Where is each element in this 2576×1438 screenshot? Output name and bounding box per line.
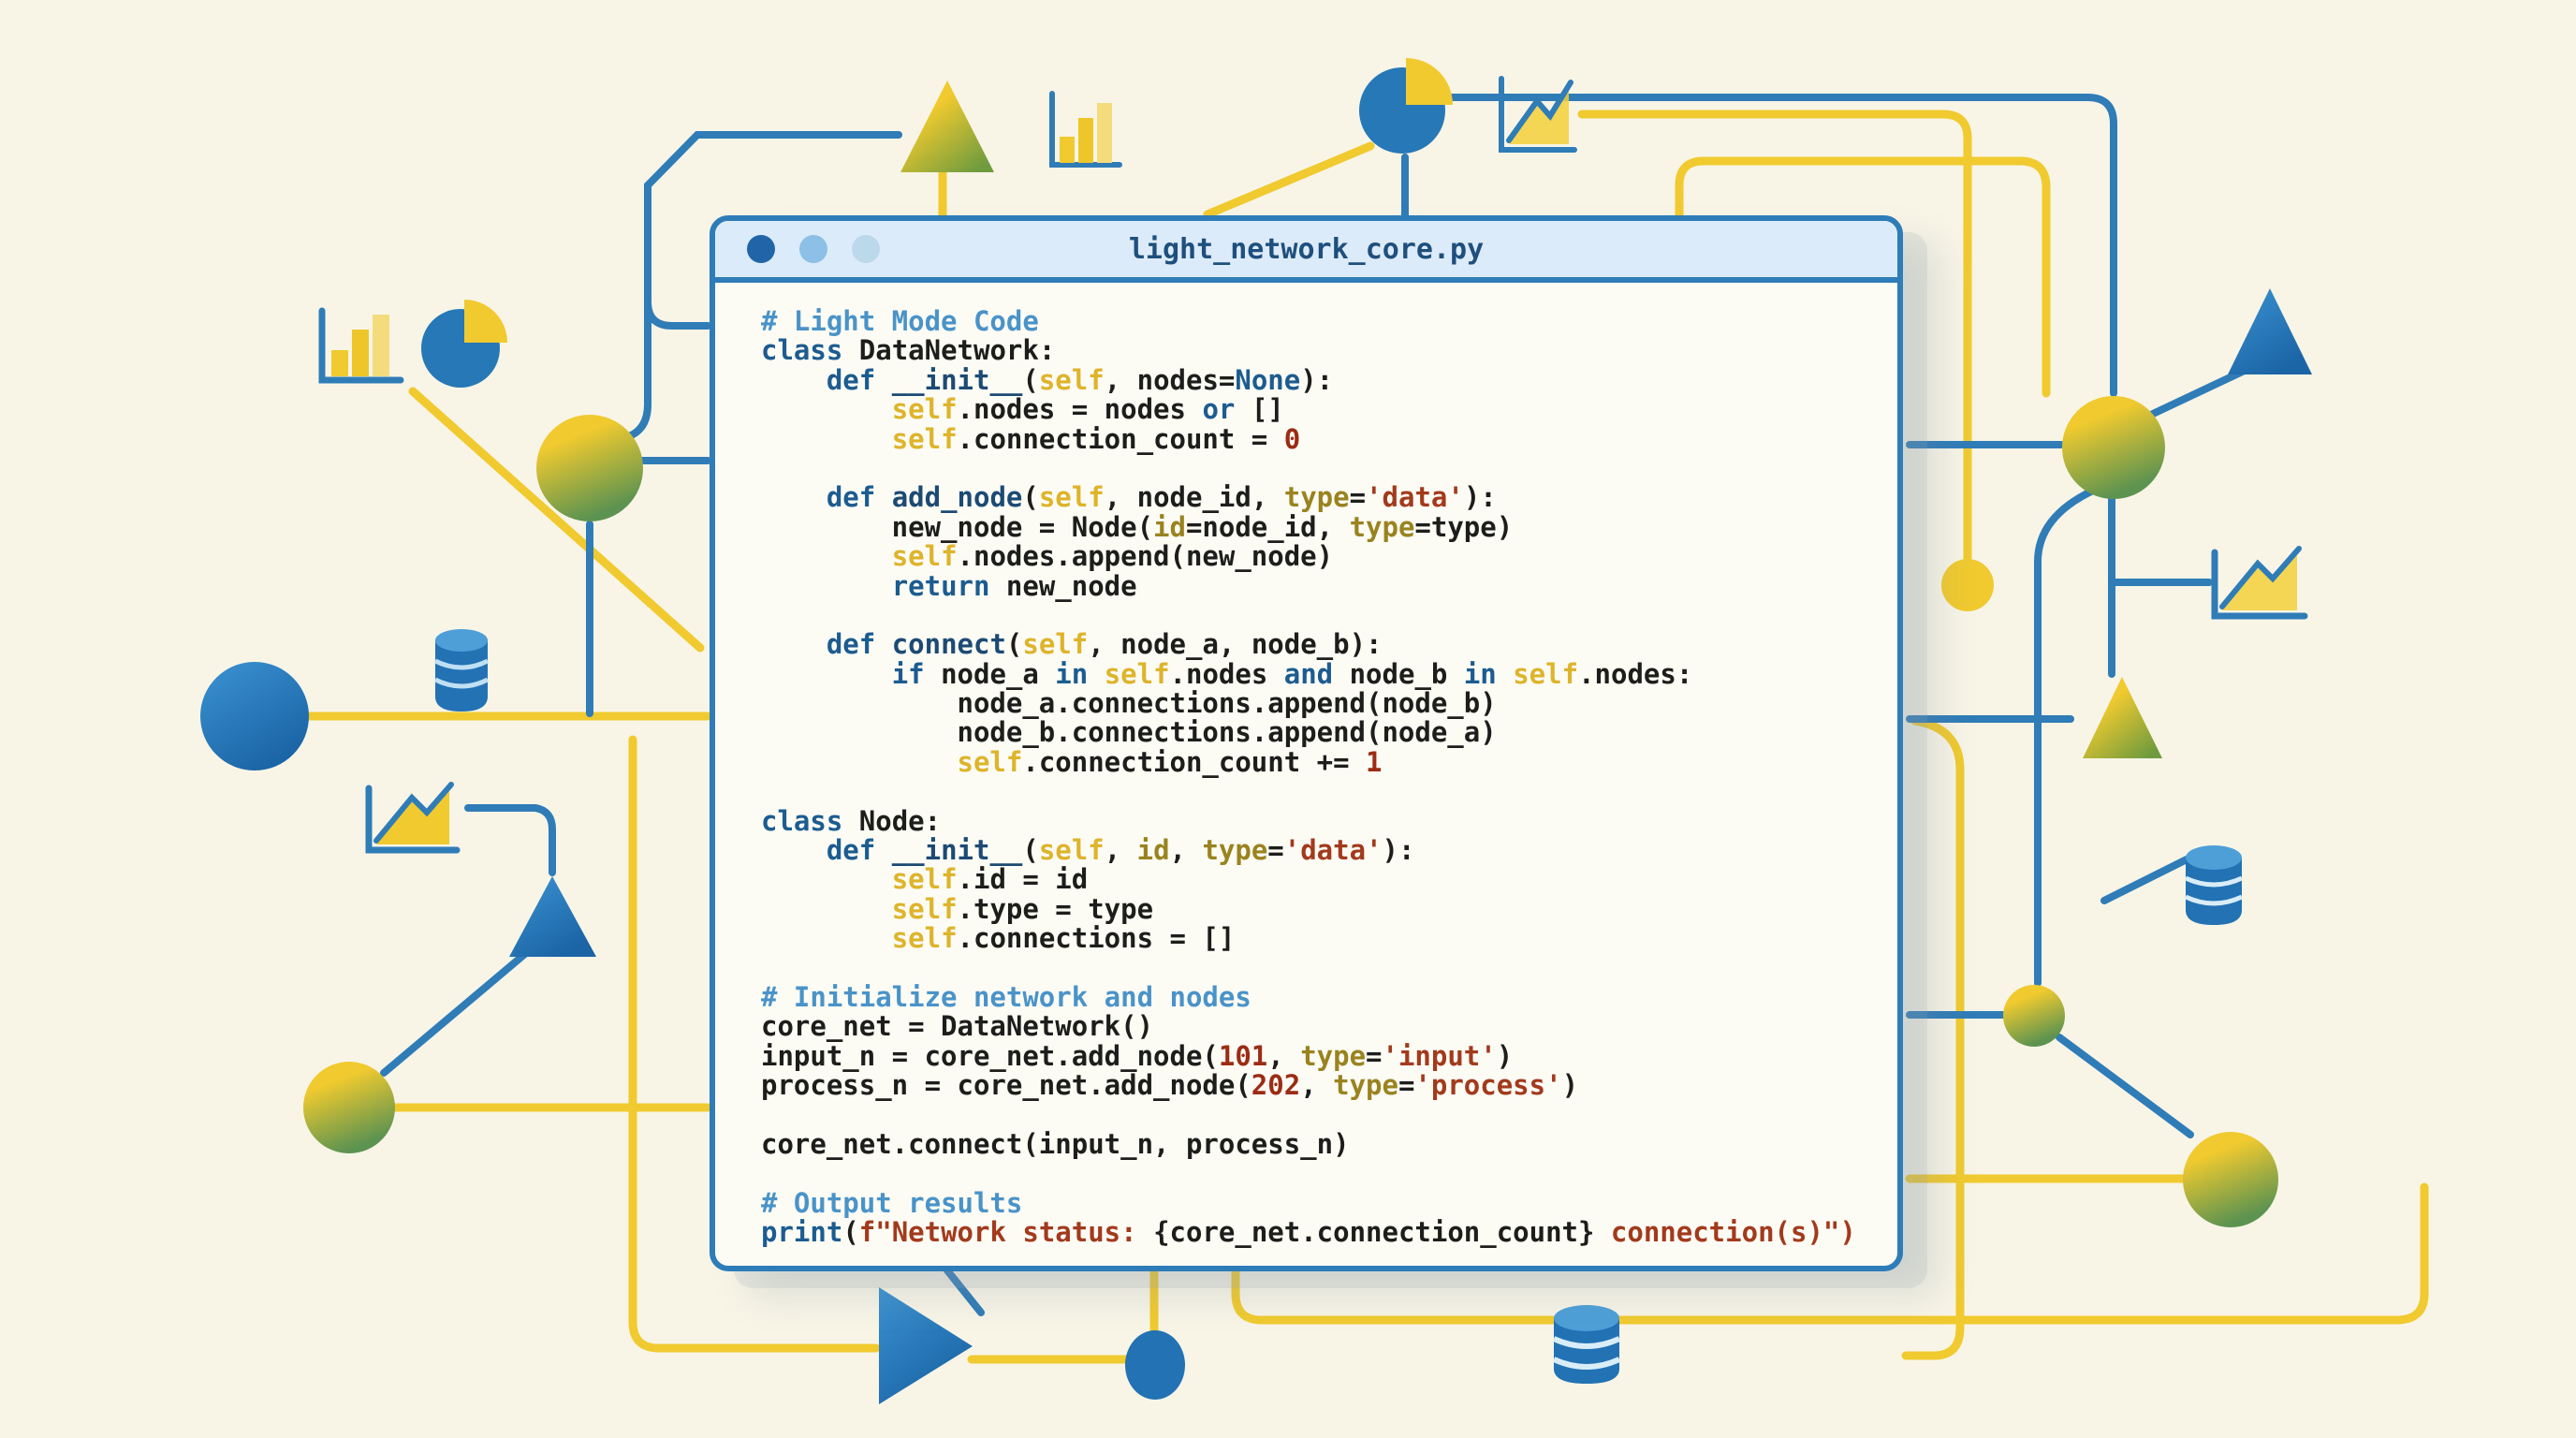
code-line: class Node: xyxy=(761,804,942,837)
node-circle xyxy=(1125,1330,1185,1400)
pie-chart-icon xyxy=(421,300,507,388)
code-line: # Output results xyxy=(761,1186,1023,1219)
bar-chart-icon xyxy=(1049,91,1122,168)
window-maximize-button[interactable] xyxy=(852,235,880,263)
code-line: node_b.connections.append(node_a) xyxy=(761,716,1497,749)
triangle-node xyxy=(2228,288,2312,374)
window-title: light_network_core.py xyxy=(1128,232,1485,266)
pie-chart-icon xyxy=(1359,58,1453,154)
code-line: self.nodes.append(new_node) xyxy=(891,540,1334,573)
code-line: class DataNetwork: xyxy=(761,334,1056,367)
code-line: self.connection_count = 0 xyxy=(891,422,1301,455)
line-chart-icon xyxy=(365,782,461,854)
code-line: core_net.connect(input_n, process_n) xyxy=(761,1127,1350,1160)
code-line xyxy=(761,1159,1884,1188)
code-line: # Initialize network and nodes xyxy=(761,980,1251,1013)
connector-line xyxy=(300,110,2429,1364)
node-circle xyxy=(200,662,309,770)
code-line: self.nodes = nodes or [] xyxy=(891,393,1284,426)
code-line: def __init__(self, nodes=None): xyxy=(826,363,1334,396)
code-line: def add_node(self, node_id, type='data')… xyxy=(826,481,1497,514)
database-icon xyxy=(433,629,490,712)
database-icon xyxy=(1552,1305,1621,1384)
play-triangle-icon xyxy=(879,1287,973,1404)
code-line: self.type = type xyxy=(891,892,1154,925)
connector-line xyxy=(380,94,2256,1316)
node-circle xyxy=(536,415,643,521)
code-line xyxy=(761,454,1884,483)
code-line: def __init__(self, id, type='data'): xyxy=(826,834,1415,867)
code-line: new_node = Node(id=node_id, type=type) xyxy=(761,510,1514,543)
code-line: print(f"Network status: {core_net.connec… xyxy=(761,1216,1856,1249)
code-line xyxy=(761,601,1884,630)
code-line: node_a.connections.append(node_b) xyxy=(761,687,1497,720)
code-line xyxy=(761,1101,1884,1130)
triangle-node xyxy=(2083,677,2162,758)
code-line: def connect(self, node_a, node_b): xyxy=(826,628,1383,661)
triangle-node xyxy=(509,876,596,957)
node-circle xyxy=(2062,396,2165,499)
code-line: if node_a in self.nodes and node_b in se… xyxy=(891,657,1693,690)
code-line: # Light Mode Code xyxy=(761,305,1039,337)
code-line: self.connection_count += 1 xyxy=(957,745,1383,778)
window-titlebar: light_network_core.py xyxy=(715,221,1897,283)
window-close-button[interactable] xyxy=(747,235,775,263)
bar-chart-icon xyxy=(318,307,404,384)
line-chart-icon xyxy=(1499,76,1577,153)
node-circle xyxy=(2003,985,2065,1047)
code-line: self.id = id xyxy=(891,863,1089,896)
node-circle xyxy=(1941,559,1994,611)
database-icon xyxy=(2184,845,2244,925)
triangle-node xyxy=(900,81,994,172)
code-line xyxy=(761,954,1884,983)
code-line: process_n = core_net.add_node(202, type=… xyxy=(761,1069,1579,1102)
line-chart-icon xyxy=(2211,546,2308,620)
code-line xyxy=(761,777,1884,806)
code-line: input_n = core_net.add_node(101, type='i… xyxy=(761,1039,1514,1072)
code-line: core_net = DataNetwork() xyxy=(761,1010,1154,1043)
code-line: return new_node xyxy=(891,569,1137,602)
code-line: self.connections = [] xyxy=(891,922,1236,955)
node-circle xyxy=(2183,1132,2278,1227)
node-circle xyxy=(303,1062,395,1153)
window-minimize-button[interactable] xyxy=(799,235,827,263)
